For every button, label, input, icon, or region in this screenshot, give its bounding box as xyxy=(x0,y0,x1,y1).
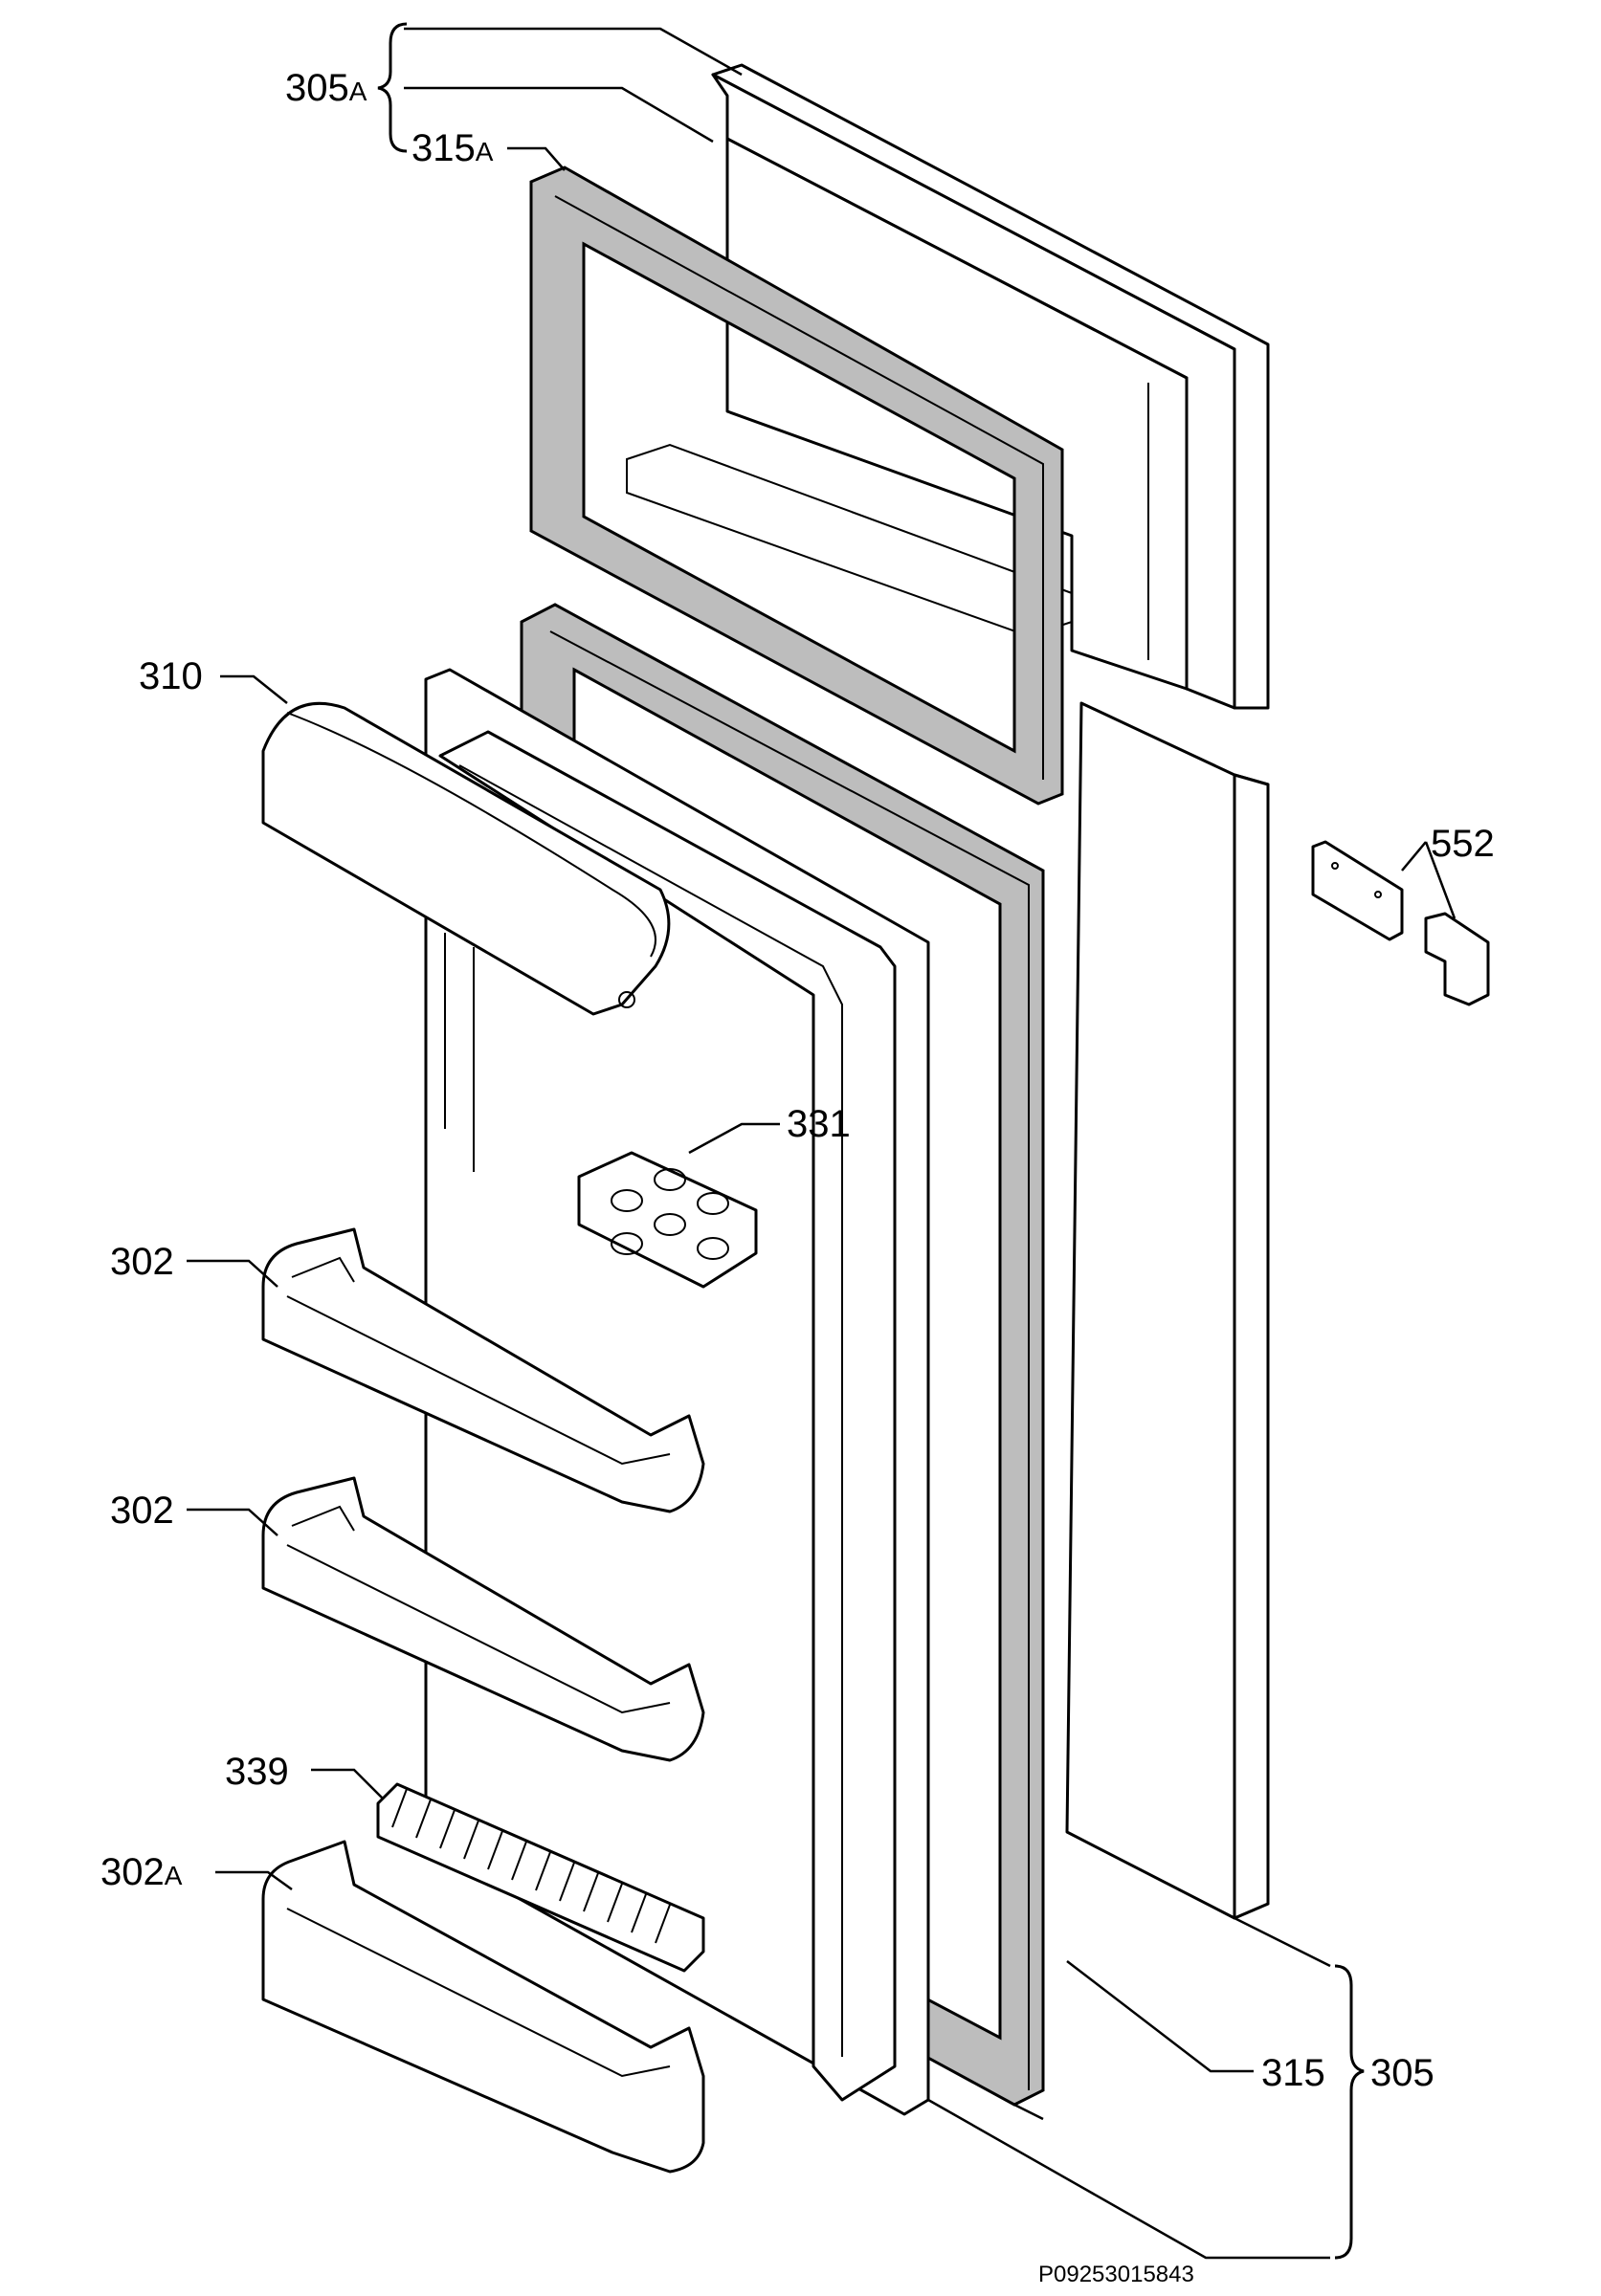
freezer-gasket xyxy=(529,166,1064,806)
retainer-rib xyxy=(559,1862,575,1902)
label-310: 310 xyxy=(139,655,203,697)
fridge-door xyxy=(1065,701,1270,1920)
dairy-cover xyxy=(261,701,671,1016)
retainer-rib xyxy=(535,1851,551,1891)
label-315a: 315A xyxy=(411,127,494,169)
retainer-rib xyxy=(439,1809,456,1849)
label-305: 305 xyxy=(1370,2052,1434,2094)
retainer-rib xyxy=(583,1872,599,1912)
retainer-rib xyxy=(655,1904,671,1944)
label-339: 339 xyxy=(225,1751,289,1793)
label-331: 331 xyxy=(787,1103,851,1145)
retainer-rib xyxy=(511,1841,527,1881)
label-552: 552 xyxy=(1431,823,1495,865)
bottle-shelf xyxy=(261,1840,705,2174)
retainer-rib xyxy=(487,1830,503,1870)
label-305a: 305A xyxy=(285,67,367,109)
egg-tray xyxy=(577,1151,758,1289)
label-302a: 302A xyxy=(100,1851,183,1893)
retainer-rib xyxy=(415,1799,432,1839)
label-302-middle: 302 xyxy=(110,1490,174,1532)
bottle-retainer xyxy=(376,1782,705,1973)
label-315: 315 xyxy=(1261,2052,1325,2094)
braces xyxy=(377,22,1365,2260)
retainer-rib xyxy=(463,1820,479,1860)
drawing-code: P09253015843 xyxy=(1038,2262,1194,2287)
retainer-rib xyxy=(391,1788,408,1828)
callout-labels: 305A 315A 310 552 331 302 302 339 302A 3… xyxy=(100,67,1495,2287)
door-shelf-middle xyxy=(261,1476,705,1762)
leader-lines xyxy=(187,27,1456,2260)
retainer-rib xyxy=(631,1893,647,1933)
door-shelf-top xyxy=(261,1227,705,1513)
label-302-top: 302 xyxy=(110,1241,174,1283)
hinge-brackets xyxy=(1311,840,1490,1006)
retainer-rib xyxy=(607,1883,623,1923)
